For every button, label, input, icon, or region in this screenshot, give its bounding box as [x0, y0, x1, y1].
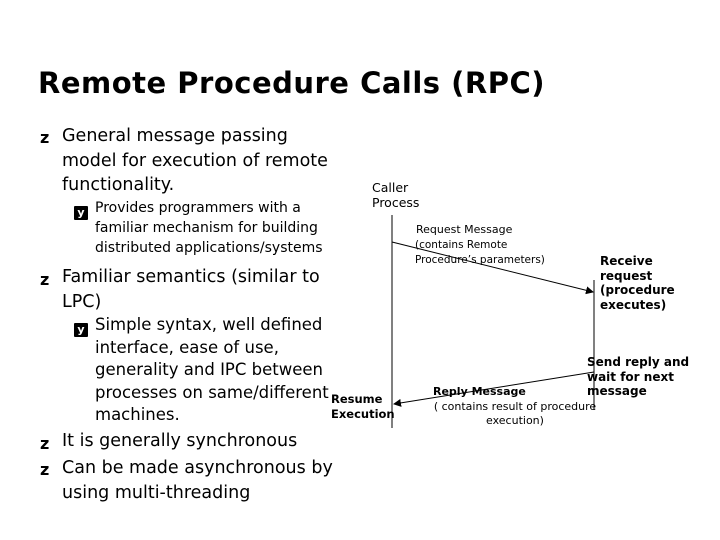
send-reply-label: Send reply and wait for next message	[587, 355, 690, 398]
bullet-marker: z	[40, 128, 50, 147]
bullet-marker: z	[40, 434, 50, 453]
bullet-asynchronous: Can be made asynchronous by using multi-…	[62, 458, 333, 503]
bullet-general-message-passing: General message passing model for execut…	[62, 126, 328, 195]
request-message-note: (contains Remote Procedure’s parameters)	[415, 239, 545, 266]
request-message-label: Request Message	[416, 223, 513, 236]
reply-message-note: ( contains result of procedure execution…	[433, 400, 597, 427]
caller-process-label: Caller Process	[372, 180, 420, 210]
bullet-marker: z	[40, 270, 50, 289]
sub-bullet-marker: y	[74, 201, 88, 220]
slide-title: Remote Procedure Calls (RPC)	[38, 66, 546, 100]
request-arrow	[391, 241, 594, 295]
bullet-familiar-semantics: Familiar semantics (similar to LPC)	[62, 267, 320, 312]
reply-message-label: Reply Message	[433, 385, 526, 398]
sub-bullet-marker: y	[74, 318, 88, 337]
sub-bullet-simple-syntax: Simple syntax, well defined interface, e…	[95, 315, 329, 424]
bullet-synchronous: It is generally synchronous	[62, 431, 298, 451]
resume-execution-label: Resume Execution	[331, 392, 395, 421]
reply-arrow	[393, 371, 595, 407]
bullet-marker: z	[40, 460, 50, 479]
receive-request-label: Receive request (procedure executes)	[600, 254, 675, 312]
sub-bullet-provides-programmers: Provides programmers with a familiar mec…	[95, 200, 323, 256]
